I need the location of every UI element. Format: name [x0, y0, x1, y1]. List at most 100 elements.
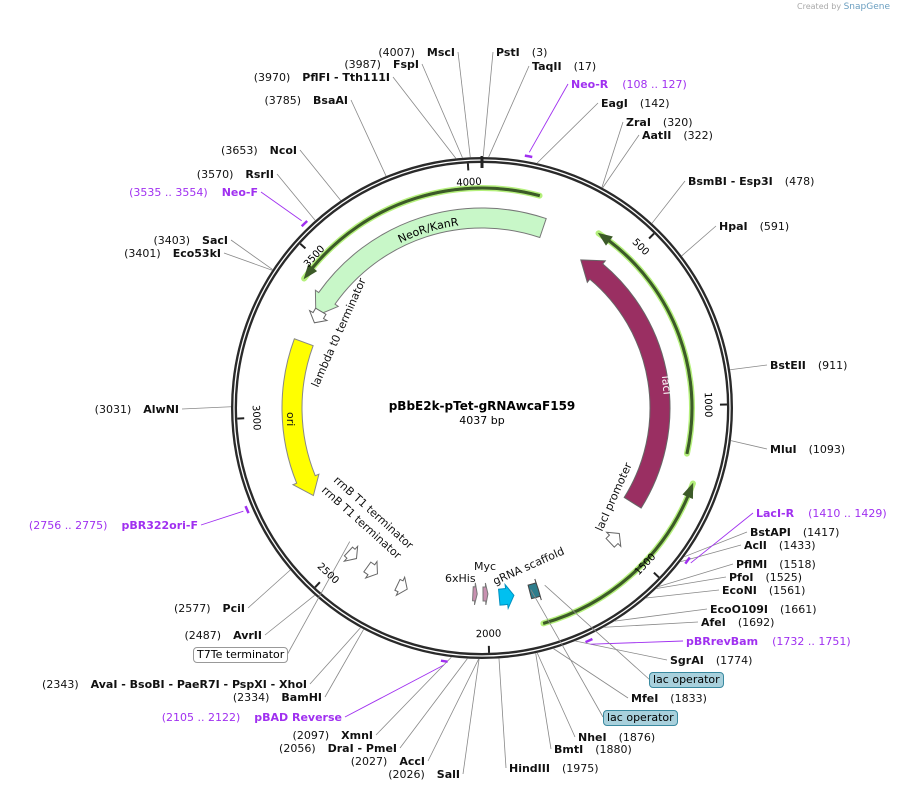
- feature-label-myc[interactable]: Myc: [474, 560, 496, 573]
- enzyme-saci-name: SacI: [202, 234, 228, 247]
- lac-operator-box-1[interactable]: lac operator: [649, 672, 724, 688]
- primer-bound-region-top[interactable]: [303, 186, 541, 280]
- enzyme-bamhi-name: BamHI: [281, 691, 322, 704]
- enzyme-pfoi-label[interactable]: PfoI(1525): [729, 571, 802, 584]
- primer-neo-f-name: Neo-F: [222, 186, 258, 199]
- enzyme-pflmi-position: (1518): [779, 558, 816, 571]
- enzyme-leader-line: [730, 440, 768, 450]
- feature-label-grna-scaffold[interactable]: gRNA scaffold: [491, 545, 566, 588]
- enzyme-nhei-label[interactable]: NheI(1876): [578, 731, 655, 744]
- 6xhis-tag-feature[interactable]: [472, 582, 478, 605]
- laci-promoter-arrow[interactable]: [605, 531, 622, 548]
- enzyme-econi-name: EcoNI: [722, 584, 757, 597]
- enzyme-leader-line: [457, 51, 471, 158]
- enzyme-afei-label[interactable]: AfeI(1692): [701, 616, 774, 629]
- rrnb-t1-terminator-arrow[interactable]: [342, 544, 359, 563]
- enzyme-ecoo109i-label[interactable]: EcoO109I(1661): [710, 603, 817, 616]
- enzyme-acci-name: AccI: [399, 755, 425, 768]
- enzyme-ncoi-label[interactable]: (3653)NcoI: [221, 144, 297, 157]
- t7te-terminator-box[interactable]: T7Te terminator: [193, 647, 289, 663]
- enzyme-msci-name: MscI: [427, 46, 455, 59]
- ori-feature[interactable]: [281, 338, 320, 497]
- enzyme-leader-line: [614, 608, 708, 622]
- enzyme-bsmbi-label[interactable]: BsmBI - Esp3I(478): [688, 175, 814, 188]
- enzyme-pflfi-label[interactable]: (3970)PflFI - Tth111I: [254, 71, 390, 84]
- enzyme-aatii-label[interactable]: AatII(322): [642, 129, 713, 142]
- primer-laci-r-label[interactable]: LacI-R(1410 .. 1429): [756, 507, 887, 520]
- enzyme-mlui-position: (1093): [809, 443, 846, 456]
- enzyme-pcii-position: (2577): [174, 602, 211, 615]
- primer-pbrrevbam-label[interactable]: pBRrevBam(1732 .. 1751): [686, 635, 851, 648]
- enzyme-taqii-label[interactable]: TaqII(17): [532, 60, 596, 73]
- cyan-feature-arrow[interactable]: [498, 582, 515, 611]
- myc-tag-feature[interactable]: [482, 582, 489, 606]
- enzyme-rsrii-label[interactable]: (3570)RsrII: [197, 168, 274, 181]
- rrnb-t1-terminator-arrow[interactable]: [363, 559, 378, 580]
- enzyme-hindiii-position: (1975): [562, 762, 599, 775]
- enzyme-fspi-label[interactable]: (3987)FspI: [344, 58, 419, 71]
- enzyme-bsteii-name: BstEII: [770, 359, 806, 372]
- primer-leader-line: [690, 512, 754, 564]
- feature-label-laci[interactable]: lacI: [659, 375, 674, 395]
- enzyme-bsteii-label[interactable]: BstEII(911): [770, 359, 847, 372]
- primer-pbad-reverse-label[interactable]: (2105 .. 2122)pBAD Reverse: [162, 711, 342, 724]
- enzyme-econi-label[interactable]: EcoNI(1561): [722, 584, 805, 597]
- enzyme-hpai-label[interactable]: HpaI(591): [719, 220, 789, 233]
- enzyme-sali-label[interactable]: (2026)SalI: [388, 768, 460, 781]
- primer-bound-region-right[interactable]: [597, 232, 694, 455]
- enzyme-pcii-label[interactable]: (2577)PciI: [174, 602, 245, 615]
- tick-mark: [653, 571, 660, 579]
- enzyme-leader-line: [656, 576, 727, 589]
- enzyme-hindiii-label[interactable]: HindIII(1975): [509, 762, 599, 775]
- enzyme-pflmi-label[interactable]: PflMI(1518): [736, 558, 816, 571]
- feature-label-6xhis[interactable]: 6xHis: [445, 572, 476, 585]
- enzyme-avrii-label[interactable]: (2487)AvrII: [185, 629, 262, 642]
- enzyme-msci-label[interactable]: (4007)MscI: [378, 46, 455, 59]
- enzyme-saci-label[interactable]: (3403)SacI: [153, 234, 228, 247]
- enzyme-zrai-position: (320): [663, 116, 693, 129]
- enzyme-sgrai-position: (1774): [716, 654, 753, 667]
- enzyme-rsrii-name: RsrII: [245, 168, 274, 181]
- enzyme-xmni-label[interactable]: (2097)XmnI: [293, 729, 373, 742]
- enzyme-bamhi-label[interactable]: (2334)BamHI: [233, 691, 322, 704]
- enzyme-acci-position: (2027): [351, 755, 388, 768]
- enzyme-drai-label[interactable]: (2056)DraI - PmeI: [279, 742, 397, 755]
- primer-mark: [440, 659, 448, 663]
- enzyme-bstapi-label[interactable]: BstAPI (1417): [750, 526, 839, 539]
- primer-mark: [684, 556, 691, 565]
- enzyme-alwni-label[interactable]: (3031)AlwNI: [95, 403, 179, 416]
- enzyme-bstapi-position: (1417): [803, 526, 840, 539]
- lac-operator-box-2[interactable]: lac operator: [603, 710, 678, 726]
- lambda-t0-terminator-arrow[interactable]: [308, 307, 329, 324]
- laci-feature[interactable]: [580, 259, 671, 509]
- enzyme-avai-label[interactable]: (2343)AvaI - BsoBI - PaeR7I - PspXI - Xh…: [42, 678, 307, 691]
- enzyme-leader-line: [375, 656, 452, 736]
- enzyme-mfei-name: MfeI: [631, 692, 658, 705]
- primer-neo-r-label[interactable]: Neo-R(108 .. 127): [571, 78, 687, 91]
- primer-pbr322ori-f-name: pBR322ori-F: [121, 519, 198, 532]
- tick-label: 1000: [702, 392, 713, 418]
- primer-pbr322ori-f-label[interactable]: (2756 .. 2775)pBR322ori-F: [29, 519, 198, 532]
- enzyme-mfei-label[interactable]: MfeI(1833): [631, 692, 707, 705]
- primer-neo-f-position: (3535 .. 3554): [129, 186, 208, 199]
- enzyme-sgrai-label[interactable]: SgrAI(1774): [670, 654, 752, 667]
- enzyme-leader-line: [536, 652, 576, 738]
- enzyme-fspi-name: FspI: [393, 58, 419, 71]
- enzyme-eco53ki-label[interactable]: (3401)Eco53kI: [124, 247, 221, 260]
- primer-leader-line: [590, 640, 684, 645]
- enzyme-acli-label[interactable]: AclI(1433): [744, 539, 815, 552]
- enzyme-eagi-label[interactable]: EagI(142): [601, 97, 670, 110]
- enzyme-psti-label[interactable]: PstI(3): [496, 46, 547, 59]
- rrnb-t1-terminator-arrow[interactable]: [394, 575, 408, 597]
- primer-bound-region-bottom[interactable]: [542, 482, 694, 625]
- enzyme-mlui-label[interactable]: MluI(1093): [770, 443, 845, 456]
- enzyme-leader-line: [553, 648, 629, 699]
- feature-label-ori[interactable]: ori: [284, 412, 297, 426]
- enzyme-bsaai-label[interactable]: (3785)BsaAI: [264, 94, 348, 107]
- enzyme-bmti-label[interactable]: BmtI(1880): [554, 743, 632, 756]
- enzyme-acci-label[interactable]: (2027) AccI: [351, 755, 425, 768]
- enzyme-zrai-label[interactable]: ZraI(320): [626, 116, 693, 129]
- enzyme-bstapi-name: BstAPI: [750, 526, 791, 539]
- plasmid-name: pBbE2k-pTet-gRNAwcaF159: [389, 399, 576, 413]
- primer-neo-f-label[interactable]: (3535 .. 3554) Neo-F: [129, 186, 258, 199]
